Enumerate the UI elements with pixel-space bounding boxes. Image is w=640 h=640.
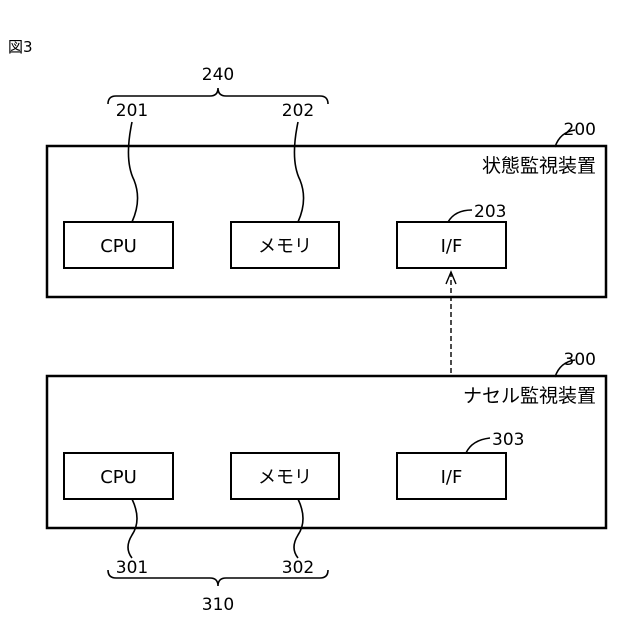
memory-top-ref: 202 — [282, 101, 314, 121]
device-bottom-title: ナセル監視装置 — [463, 385, 596, 407]
device-top-ref: 200 — [564, 120, 596, 140]
interface-top-label: I/F — [441, 236, 463, 257]
device-top-title: 状態監視装置 — [482, 155, 596, 177]
cpu-top-ref: 201 — [116, 101, 148, 121]
cpu-bottom-ref: 301 — [116, 558, 148, 578]
interface-top-ref: 203 — [474, 202, 506, 222]
interface-bottom-ref: 303 — [492, 430, 524, 450]
bracket-bottom-ref: 310 — [202, 595, 234, 615]
memory-bottom-label: メモリ — [258, 467, 312, 488]
interface-bottom-label: I/F — [441, 467, 463, 488]
figure-label: 図3 — [8, 38, 33, 56]
bracket-top-ref: 240 — [202, 65, 234, 85]
memory-bottom-ref: 302 — [282, 558, 314, 578]
cpu-bottom-label: CPU — [100, 467, 137, 488]
device-bottom-ref: 300 — [564, 350, 596, 370]
cpu-top-label: CPU — [100, 236, 137, 257]
memory-top-label: メモリ — [258, 236, 312, 257]
